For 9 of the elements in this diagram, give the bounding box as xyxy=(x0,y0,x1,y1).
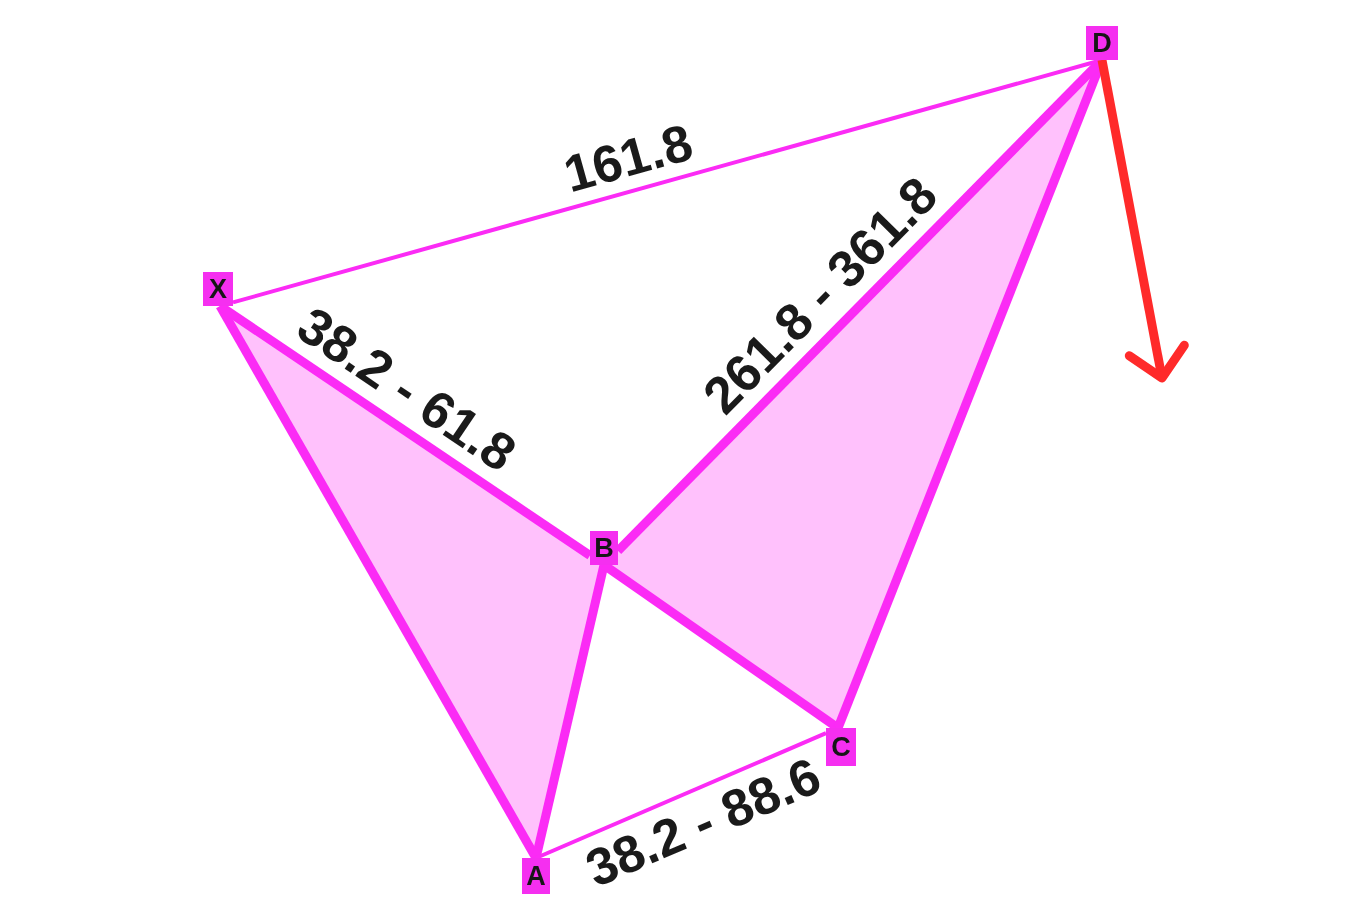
point-label: D xyxy=(1086,26,1118,60)
point-label: C xyxy=(826,728,856,766)
point-label: A xyxy=(522,858,550,894)
point-label: X xyxy=(203,272,233,306)
edge-label: 38.2 - 88.6 xyxy=(578,749,828,896)
edge-label: 38.2 - 61.8 xyxy=(289,297,525,480)
arrow xyxy=(1097,59,1189,383)
edge-label: 161.8 xyxy=(558,115,698,201)
point-label: B xyxy=(590,531,618,565)
